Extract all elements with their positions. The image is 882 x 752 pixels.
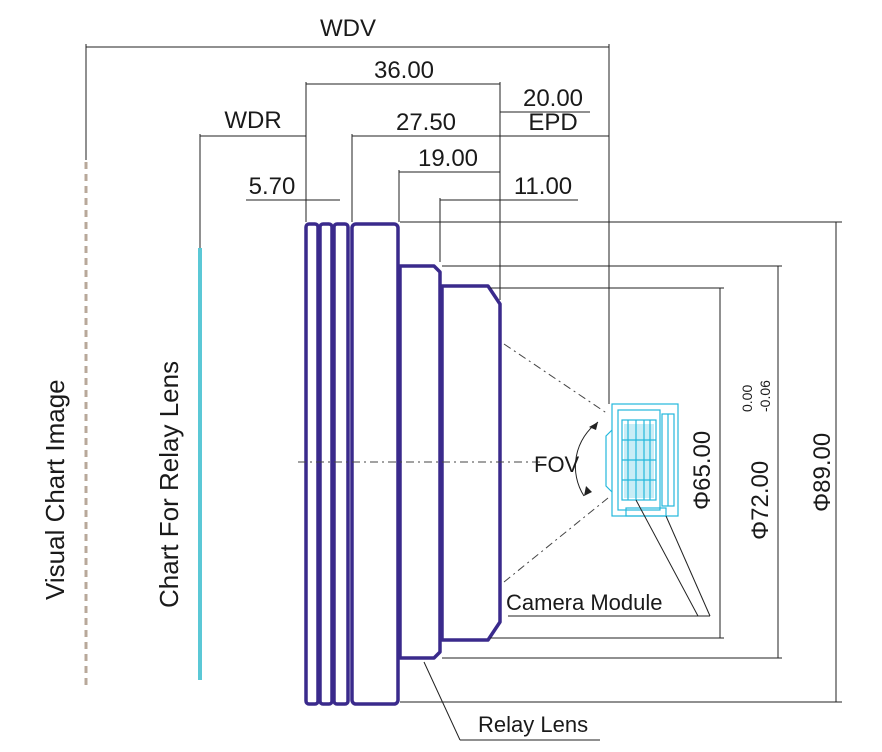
dim-phi72: Φ72.00 [747,461,774,540]
relay-lens-body [304,222,502,706]
diameter-lines [400,221,842,703]
dim-19: 19.00 [418,145,478,172]
epd-label: EPD [528,109,577,136]
dim-36: 36.00 [374,57,434,84]
dim-phi65: Φ65.00 [689,431,716,510]
camera-module-label: Camera Module [506,590,663,615]
dim-phi72-tol-lower: -0.06 [757,380,773,412]
dim-phi72-tol-upper: 0.00 [739,385,755,412]
dim-27-5: 27.50 [396,109,456,136]
camera-module [605,403,679,517]
dim-20: 20.00 [523,85,583,112]
visual-chart-label: Visual Chart Image [40,379,70,600]
extension-lines [85,44,610,404]
relay-chart-label: Chart For Relay Lens [154,361,184,608]
relay-lens-leader [423,661,600,741]
wdr-label: WDR [224,107,281,134]
dim-11: 11.00 [514,173,572,200]
fov-lines [503,343,609,583]
dim-phi89: Φ89.00 [809,433,836,512]
dim-5-7: 5.70 [249,173,296,200]
camera-module-leaders [508,499,711,617]
relay-lens-label: Relay Lens [478,712,588,737]
wdv-label: WDV [320,15,376,42]
dimension-lines [86,46,609,201]
fov-label: FOV [534,452,580,477]
